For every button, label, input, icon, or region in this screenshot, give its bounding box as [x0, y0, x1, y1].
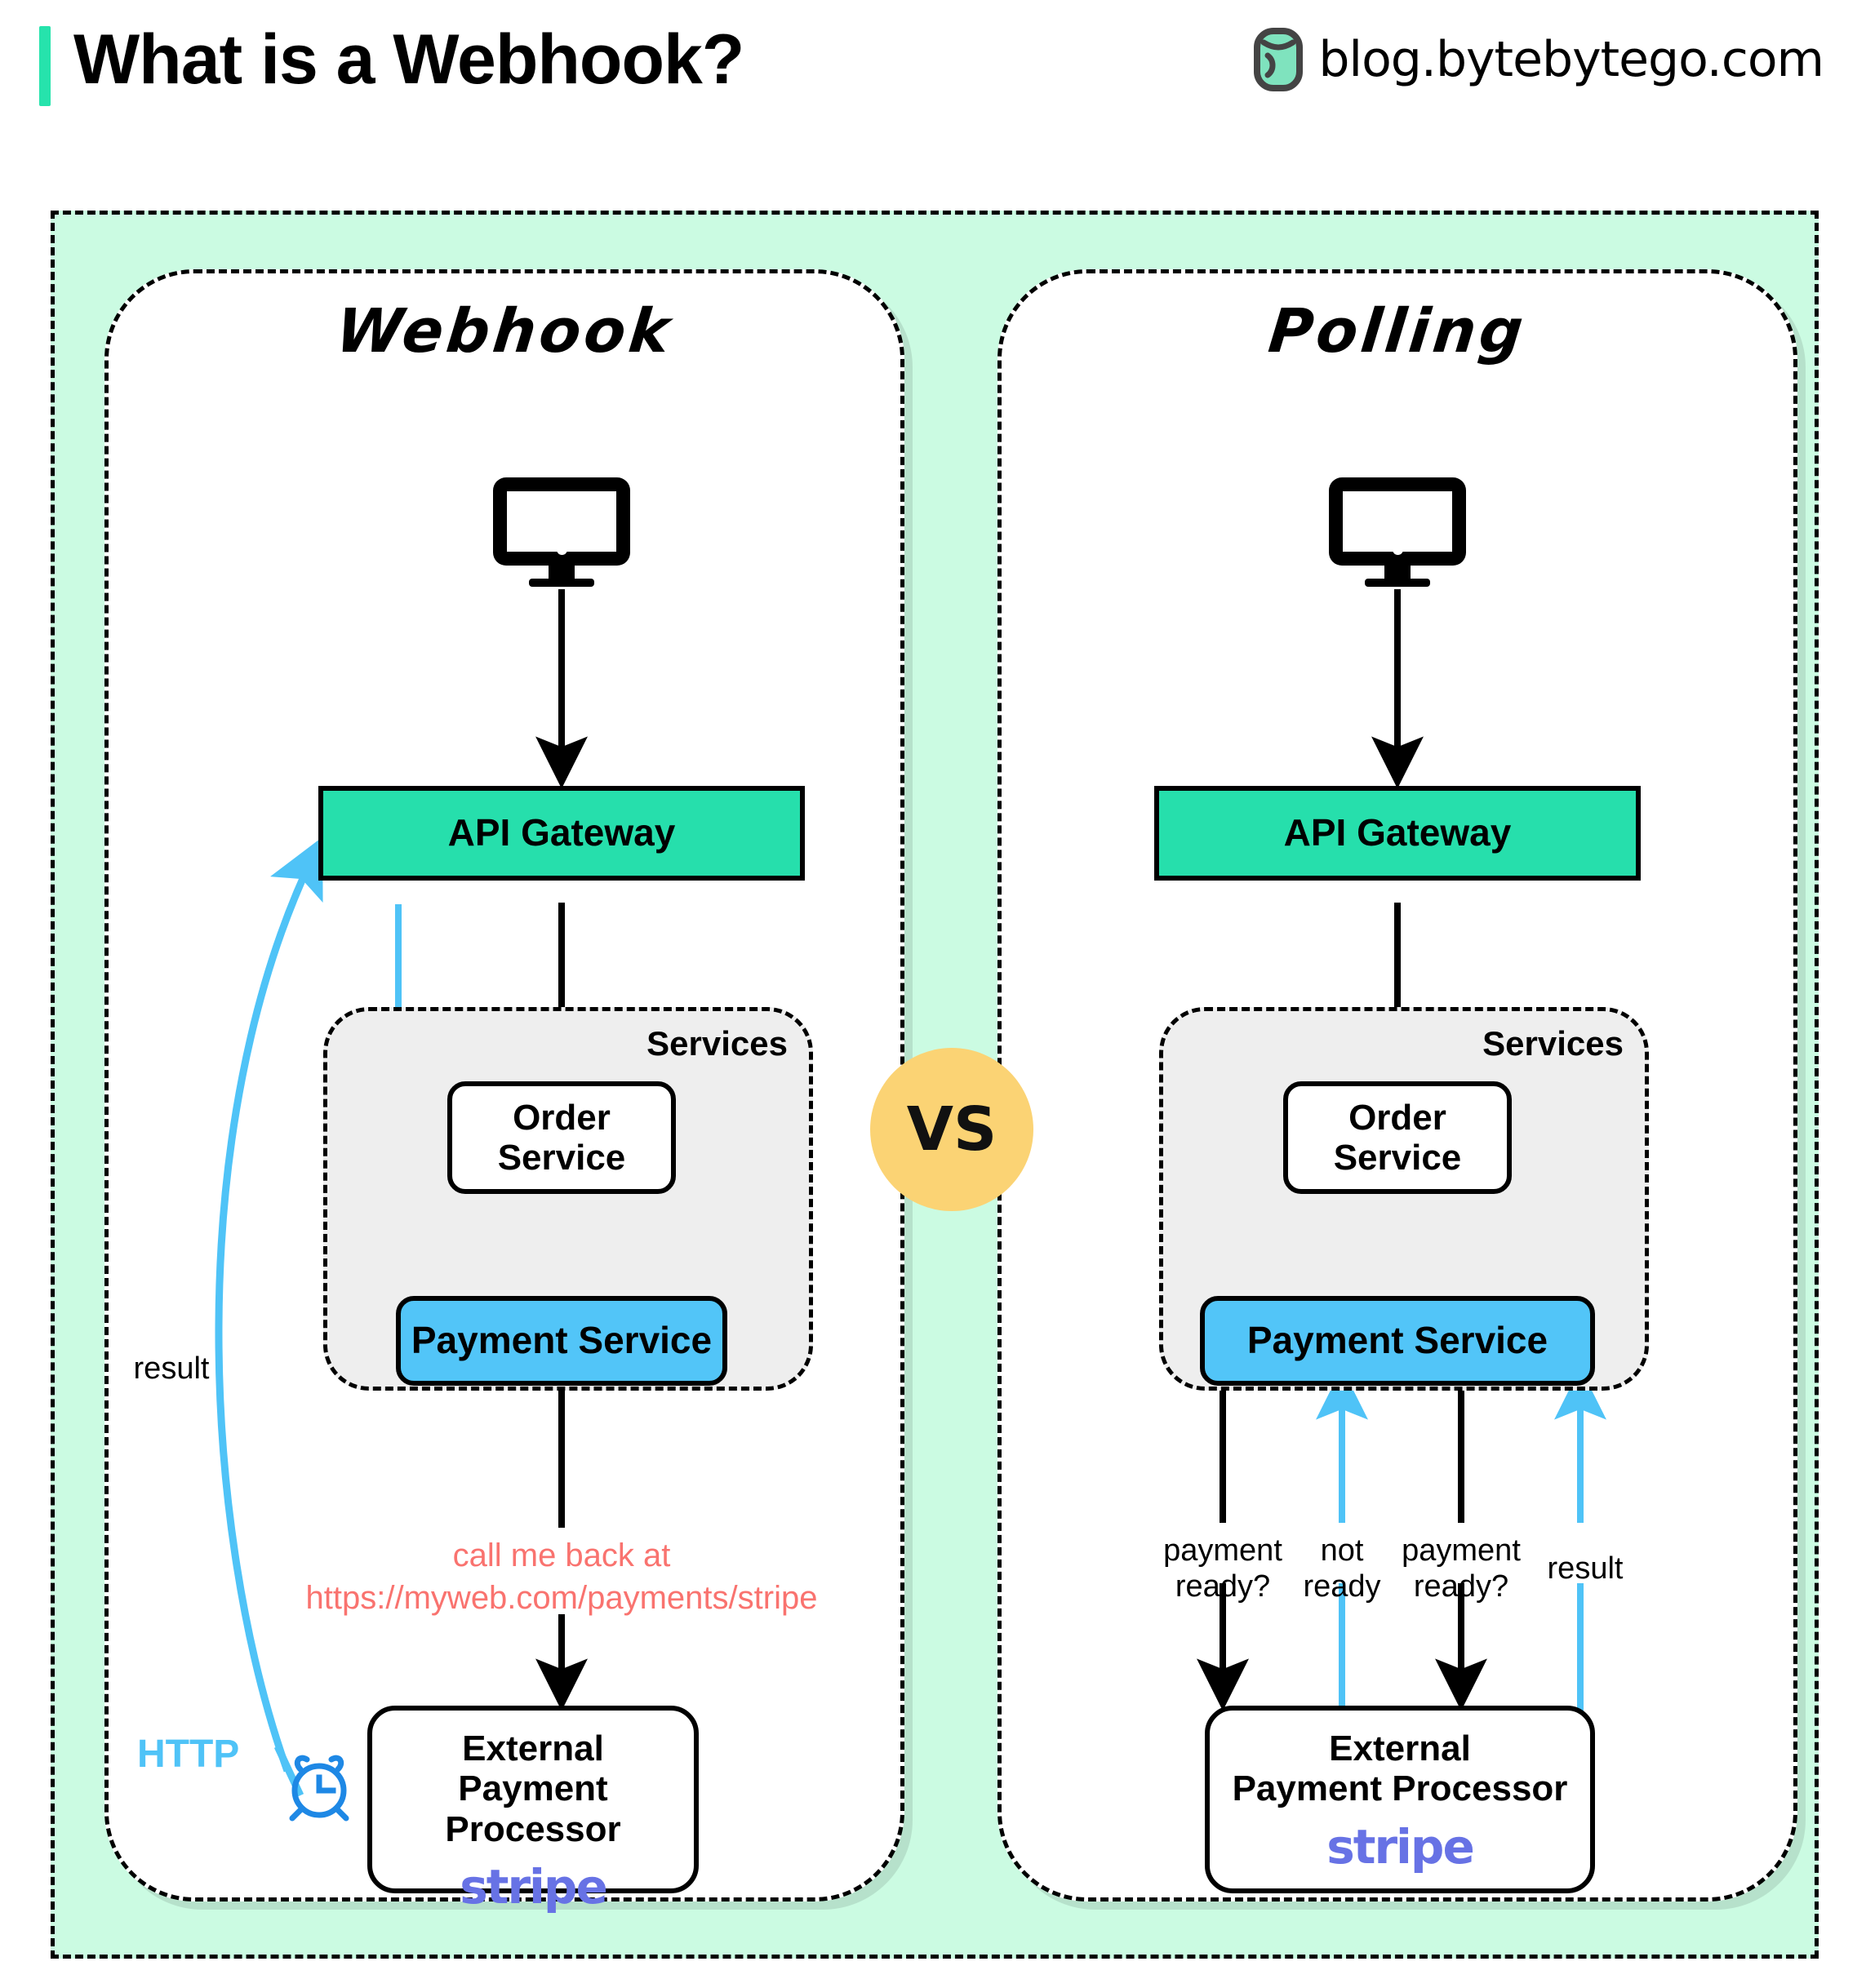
payment-service-box-polling[interactable]: Payment Service — [1200, 1296, 1595, 1386]
order-service-box-polling[interactable]: Order Service — [1283, 1081, 1512, 1194]
order-service-box-webhook[interactable]: Order Service — [447, 1081, 676, 1194]
callback-note-webhook: call me back at https://myweb.com/paymen… — [300, 1534, 823, 1619]
poll-label-request-2: payment ready? — [1402, 1533, 1521, 1604]
api-gateway-box-webhook[interactable]: API Gateway — [318, 786, 805, 881]
page-header: What is a Webhook? blog.bytebytego.com — [0, 0, 1866, 139]
result-label-webhook: result — [133, 1351, 210, 1386]
monitor-base — [1365, 579, 1430, 587]
http-label-webhook: HTTP — [137, 1733, 240, 1776]
stripe-logo-polling: stripe — [1326, 1818, 1475, 1875]
brand: blog.bytebytego.com — [1253, 28, 1824, 91]
stripe-logo-webhook: stripe — [460, 1858, 608, 1915]
api-gateway-box-polling[interactable]: API Gateway — [1154, 786, 1641, 881]
page-title: What is a Webhook? — [73, 20, 744, 99]
monitor-icon-webhook — [493, 477, 630, 587]
poll-label-response-2: result — [1547, 1551, 1624, 1586]
poll-label-response-1: not ready — [1303, 1533, 1381, 1604]
monitor-icon-polling — [1329, 477, 1466, 587]
external-processor-box-webhook[interactable]: External Payment Processor stripe — [367, 1706, 699, 1913]
title-accent-bar — [39, 26, 51, 106]
callback-note-line2: https://myweb.com/payments/stripe — [305, 1580, 818, 1616]
panel-webhook-title: Webhook — [332, 296, 677, 366]
callback-note-line1: call me back at — [452, 1538, 671, 1573]
panel-polling-title: Polling — [1265, 296, 1530, 366]
services-group-label-polling: Services — [1482, 1024, 1624, 1063]
alarm-clock-icon — [289, 1755, 349, 1822]
external-processor-box-polling[interactable]: External Payment Processor stripe — [1205, 1706, 1595, 1893]
monitor-screen — [493, 477, 630, 566]
poll-label-request-1: payment ready? — [1163, 1533, 1282, 1604]
processor-line2-webhook: Payment Processor — [445, 1768, 621, 1849]
processor-line1-webhook: External — [462, 1728, 604, 1768]
brand-url: blog.bytebytego.com — [1318, 31, 1824, 88]
monitor-dot — [1393, 544, 1403, 555]
processor-line2-polling: Payment Processor — [1232, 1768, 1568, 1809]
bytebytego-logo-icon — [1254, 28, 1304, 91]
monitor-base — [529, 579, 594, 587]
processor-line1-polling: External — [1329, 1728, 1471, 1768]
vs-badge: VS — [870, 1048, 1033, 1211]
monitor-dot — [557, 544, 567, 555]
services-group-label-webhook: Services — [646, 1024, 788, 1063]
payment-service-box-webhook[interactable]: Payment Service — [396, 1296, 727, 1386]
